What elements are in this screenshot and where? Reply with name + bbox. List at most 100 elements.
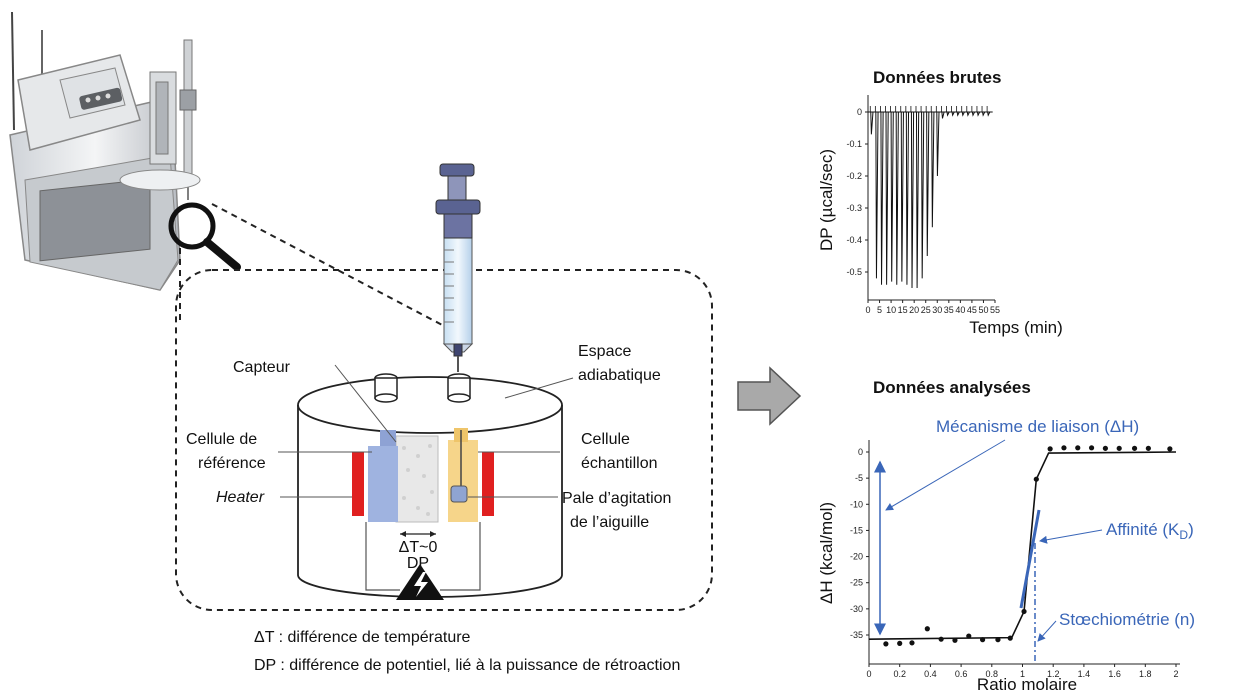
data-point [1021, 608, 1027, 615]
label-adiabatique: adiabatique [578, 367, 661, 384]
analyzed-y-tick-label: -30 [850, 604, 863, 614]
raw-y-tick-label: -0.5 [846, 267, 862, 277]
annotation-mechanism: Mécanisme de liaison (ΔH) [936, 417, 1139, 436]
label-sample-cell-2: échantillon [581, 455, 658, 472]
raw-injection-peak [885, 111, 889, 285]
raw-injection-peak [890, 111, 894, 282]
analyzed-y-tick-label: -35 [850, 630, 863, 640]
syringe-illustration [435, 163, 481, 372]
raw-injection-peak [880, 111, 884, 285]
data-point [1131, 445, 1138, 451]
analyzed-x-tick-label: 2 [1173, 669, 1178, 679]
legend-dp: DP : différence de potentiel, lié à la p… [254, 657, 680, 674]
analyzed-x-tick-label: 1.6 [1108, 669, 1121, 679]
raw-chart-title: Données brutes [873, 68, 1001, 87]
analyzed-x-tick-label: 1.4 [1078, 669, 1091, 679]
data-point [1007, 635, 1013, 641]
raw-injection-peak [966, 111, 970, 117]
raw-x-tick-label: 50 [978, 305, 988, 315]
analyzed-y-tick-label: -10 [850, 499, 863, 509]
annotation-stoichiometry-arrow [1037, 620, 1057, 642]
itc-instrument-illustration [9, 11, 201, 291]
analyzed-y-tick-label: -20 [850, 552, 863, 562]
raw-y-tick-label: -0.2 [846, 171, 862, 181]
label-delta-t: ΔT~0 [399, 539, 438, 556]
analyzed-x-tick-label: 0 [866, 669, 871, 679]
data-point [1116, 445, 1122, 451]
raw-injection-peak [875, 111, 879, 279]
label-dp: DP [407, 555, 429, 572]
data-point [966, 633, 972, 639]
raw-injection-peak [910, 111, 915, 289]
raw-x-tick-label: 45 [967, 305, 977, 315]
analyzed-xlabel: Ratio molaire [977, 675, 1077, 694]
raw-x-tick-label: 15 [898, 305, 908, 315]
label-capteur: Capteur [233, 359, 291, 376]
cell-labels: Capteur Espace adiabatique Cellule de ré… [186, 343, 671, 572]
label-paddle-1: Pale d’agitation [562, 490, 671, 507]
data-point [938, 636, 944, 642]
raw-injection-peak [976, 111, 981, 117]
raw-injection-peak [961, 111, 965, 117]
data-point [897, 640, 903, 646]
analyzed-y-tick-label: 0 [858, 447, 863, 457]
label-sample-cell-1: Cellule [581, 431, 630, 448]
heater-left [352, 452, 364, 516]
raw-x-tick-label: 20 [909, 305, 919, 315]
annotation-affinity-arrow [1039, 529, 1103, 544]
analyzed-x-tick-label: 0.2 [893, 669, 906, 679]
label-ref-cell-1: Cellule de [186, 431, 257, 448]
raw-y-tick-label: -0.3 [846, 203, 862, 213]
data-point [1145, 445, 1151, 451]
label-ref-cell-2: référence [198, 455, 266, 472]
raw-injection-peak [951, 111, 955, 117]
data-point [909, 640, 915, 646]
raw-y-tick-label: -0.1 [846, 139, 862, 149]
high-voltage-icon [396, 564, 444, 600]
data-point [883, 641, 889, 647]
analyzed-x-tick-label: 0.4 [924, 669, 937, 679]
label-espace: Espace [578, 343, 631, 360]
raw-injection-peak [921, 111, 925, 279]
raw-injection-peak [982, 111, 986, 117]
raw-x-tick-label: 55 [990, 305, 1000, 315]
raw-injection-peak [905, 111, 910, 285]
raw-injection-peak [915, 111, 920, 289]
raw-injection-peak [956, 111, 960, 117]
raw-injection-peak [895, 111, 899, 285]
data-point [1047, 446, 1053, 452]
raw-injection-peak [946, 111, 950, 117]
annotation-stoichiometry: Stœchiométrie (n) [1059, 610, 1195, 629]
raw-xlabel: Temps (min) [969, 318, 1063, 337]
raw-y-tick-label: 0 [857, 107, 862, 117]
legend-delta-t: ΔT : différence de température [254, 629, 471, 646]
analyzed-y-tick-label: -25 [850, 578, 863, 588]
data-point [1033, 476, 1039, 482]
raw-injection-peak [987, 111, 991, 117]
raw-ylabel: DP (µcal/sec) [817, 149, 836, 251]
reference-cell [368, 446, 398, 522]
raw-x-tick-label: 30 [932, 305, 942, 315]
analyzed-x-tick-label: 1.8 [1139, 669, 1152, 679]
data-point [995, 637, 1001, 643]
magnifier-icon [168, 202, 241, 271]
raw-injection-peak [926, 111, 930, 257]
raw-injection-peak [936, 111, 940, 177]
raw-x-tick-label: 35 [944, 305, 954, 315]
analyzed-x-tick-label: 0.8 [986, 669, 999, 679]
right-arrow-icon [737, 366, 802, 426]
heater-right [482, 452, 494, 516]
data-point [1167, 446, 1173, 452]
label-paddle-2: de l’aiguille [570, 514, 649, 531]
data-point [979, 637, 986, 643]
raw-injection-peak [931, 111, 935, 228]
data-point [924, 626, 930, 632]
data-point [952, 637, 958, 643]
analyzed-x-tick-label: 1.2 [1047, 669, 1060, 679]
analyzed-x-tick-label: 1 [1020, 669, 1025, 679]
raw-x-tick-label: 0 [865, 305, 870, 315]
raw-x-tick-label: 40 [955, 305, 965, 315]
